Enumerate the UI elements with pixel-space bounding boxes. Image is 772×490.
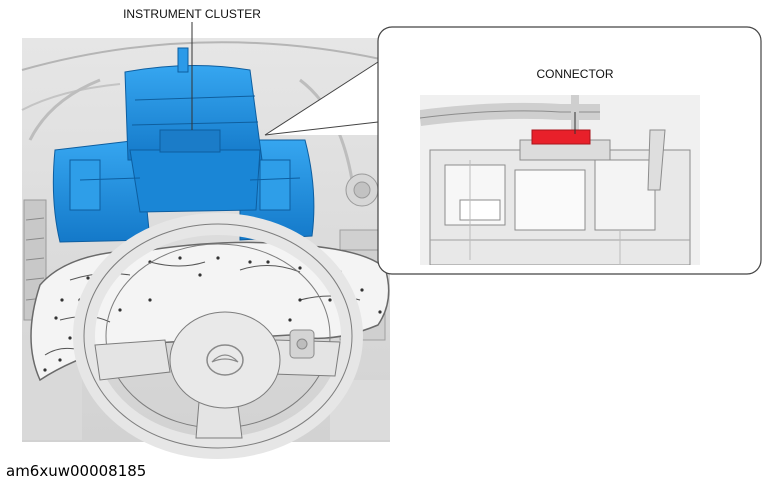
mazda-logo-emblem: [206, 344, 244, 376]
steering-wheel: [73, 213, 363, 459]
connector-red-highlight: [531, 129, 591, 145]
instrument-cluster-part: [52, 47, 315, 243]
connector-detail-inset: [264, 26, 762, 275]
connector-label: CONNECTOR: [536, 67, 613, 81]
figure-id-caption: am6xuw00008185: [6, 462, 147, 480]
instrument-cluster-label: INSTRUMENT CLUSTER: [123, 7, 261, 21]
